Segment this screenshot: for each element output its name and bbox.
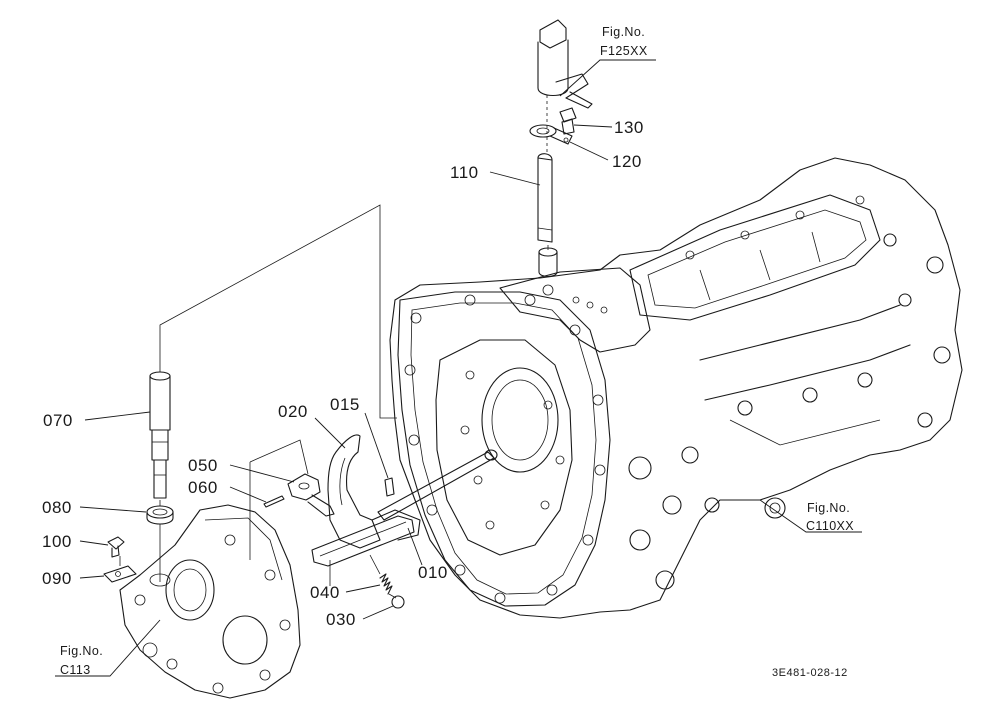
part-100-bolt [107, 536, 125, 558]
upper-lever-assembly [537, 19, 593, 109]
figure-ref-f125[interactable]: Fig.No. F125XX [600, 25, 648, 58]
part-label-080: 080 [42, 498, 72, 517]
part-080-oil-seal [146, 505, 174, 525]
figure-ref-code: F125XX [600, 44, 648, 58]
part-090-plate [103, 565, 137, 583]
part-label-090: 090 [42, 569, 72, 588]
part-label-040: 040 [310, 583, 340, 602]
part-label-060: 060 [188, 478, 218, 497]
figure-ref-caption: Fig.No. [602, 25, 645, 39]
part-040-spring [379, 573, 393, 595]
part-label-070: 070 [43, 411, 73, 430]
part-120-lock-plate [529, 124, 573, 145]
transmission-case [389, 157, 963, 619]
part-label-100: 100 [42, 532, 72, 551]
part-060-pin [263, 495, 285, 508]
figure-ref-caption: Fig.No. [807, 501, 850, 515]
part-130-bolt [559, 107, 577, 135]
part-label-130: 130 [614, 118, 644, 137]
part-label-015: 015 [330, 395, 360, 414]
flange-bolt-holes [404, 294, 606, 604]
part-label-120: 120 [612, 152, 642, 171]
leader-lines [55, 59, 862, 677]
part-label-010: 010 [418, 563, 448, 582]
part-label-020: 020 [278, 402, 308, 421]
part-050-arm [287, 473, 335, 517]
lower-housing [119, 504, 301, 699]
part-015-pin [384, 477, 395, 497]
part-030-ball [391, 595, 405, 609]
figure-ref-code: C113 [60, 663, 91, 677]
figure-ref-code: C110XX [806, 519, 854, 533]
part-010-shift-rod [377, 449, 498, 521]
part-label-050: 050 [188, 456, 218, 475]
assembly-lines [119, 204, 397, 599]
figure-ref-c110[interactable]: Fig.No. C110XX [806, 501, 854, 533]
figure-ref-c113[interactable]: Fig.No. C113 [60, 644, 103, 677]
drawing-code: 3E481-028-12 [772, 667, 848, 679]
part-label-110: 110 [450, 163, 479, 182]
part-110-shaft [537, 153, 558, 278]
part-070-shaft [149, 371, 171, 499]
figure-ref-caption: Fig.No. [60, 644, 103, 658]
part-020-shift-fork [311, 434, 421, 567]
part-labels: 130 120 110 070 020 015 050 060 080 100 … [42, 118, 644, 629]
part-label-030: 030 [326, 610, 356, 629]
